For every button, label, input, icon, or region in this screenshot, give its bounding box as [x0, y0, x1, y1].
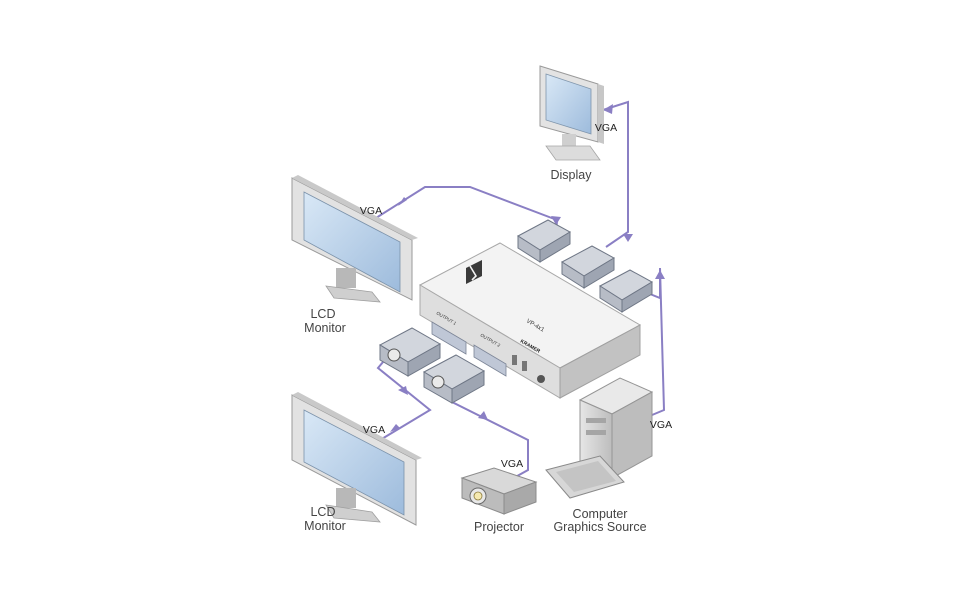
vga-connector-4	[378, 327, 442, 377]
lcd-monitor-top	[291, 175, 418, 303]
arrow-icon	[655, 270, 665, 279]
lcd-bottom-label-line1: LCD	[310, 505, 335, 519]
lcd-bottom-label-line2: Monitor	[304, 519, 346, 533]
vga-label-computer: VGA	[650, 419, 672, 431]
arrow-icon	[478, 411, 488, 420]
vga-label-projector: VGA	[501, 458, 523, 470]
display-label: Display	[551, 168, 593, 182]
arrow-icon	[603, 104, 613, 114]
distribution-amplifier	[418, 242, 642, 399]
projector-label: Projector	[474, 520, 524, 534]
vga-connector-3	[599, 269, 654, 313]
vga-label-lcd-top: VGA	[360, 205, 382, 217]
vga-connector-2	[561, 245, 616, 289]
arrow-icon	[398, 386, 408, 395]
arrow-icon	[623, 234, 633, 242]
display-monitor	[539, 65, 604, 161]
lcd-monitor-bottom	[291, 392, 422, 526]
computer-label-line1: Computer	[573, 507, 628, 521]
computer-source	[545, 377, 654, 499]
cable-computer	[639, 267, 666, 421]
vga-label-lcd-bottom: VGA	[363, 424, 385, 436]
cable-arrows	[390, 104, 665, 432]
lcd-top-label-line1: LCD	[310, 307, 335, 321]
arrow-icon	[390, 424, 400, 432]
arrow-icon	[398, 197, 407, 206]
computer-label-line2: Graphics Source	[553, 520, 646, 534]
lcd-top-label-line2: Monitor	[304, 321, 346, 335]
vga-connector-5	[422, 354, 486, 404]
arrow-icon	[551, 216, 561, 225]
vga-label-display: VGA	[595, 122, 617, 134]
projector-device	[460, 467, 538, 515]
chassis-side	[559, 324, 641, 399]
cable-display	[602, 100, 629, 248]
vga-connector-1	[517, 219, 572, 263]
